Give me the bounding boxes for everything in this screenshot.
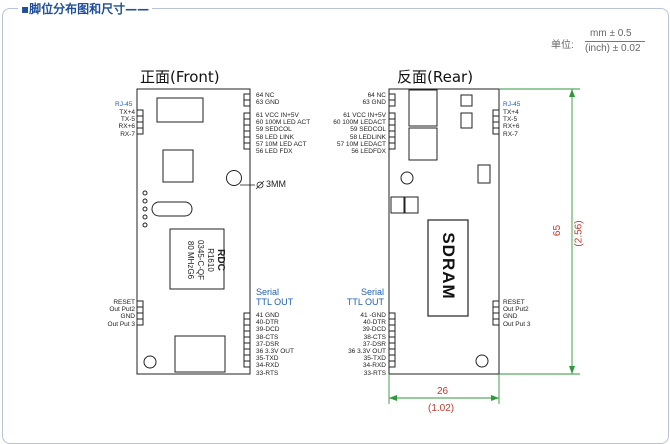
diameter-icon: [256, 181, 264, 189]
sdram-label: SDRAM: [439, 232, 458, 300]
unit-label: 单位:: [551, 40, 574, 51]
rear-chip-top: [408, 89, 438, 127]
led-column: [142, 190, 148, 228]
unit-mm: mm ± 0.5: [590, 28, 632, 39]
cpu-chip-marking: RDC R1610 0345-C-QF 80 MHzG6: [186, 239, 226, 280]
hole-size-label: 3MM: [266, 179, 286, 189]
cpu-chip: [169, 228, 225, 290]
rear-cap-3: [477, 164, 491, 184]
rear-chip-mid: [408, 127, 438, 161]
front-hole-small: [143, 355, 157, 369]
rear-part-b: [404, 196, 419, 214]
sdram-chip: [427, 219, 469, 317]
rear-mounting-hole: [400, 171, 414, 185]
unit-fraction-bar: [585, 41, 645, 42]
front-pin-headers: [136, 93, 251, 368]
height-inch-label: (2.56): [573, 220, 585, 247]
mounting-hole: [226, 170, 242, 186]
front-top-pins: 64 NC 63 GND: [256, 92, 280, 107]
rear-hole-small: [475, 354, 489, 368]
section-title: ▪脚位分布图和尺寸——: [18, 0, 153, 17]
front-component: [162, 149, 194, 183]
crystal-oscillator: [151, 201, 193, 217]
dimension-lines: [388, 88, 580, 404]
height-mm-label: 65: [552, 224, 564, 237]
width-inch-label: (1.02): [428, 403, 455, 414]
rear-cap-1: [460, 94, 473, 107]
rear-pin-headers: [388, 93, 500, 368]
front-rj45-label: RJ-45: [115, 101, 133, 108]
front-title: 正面(Front): [140, 68, 220, 86]
unit-inch: (inch) ± 0.02: [585, 43, 641, 54]
rear-part-a: [390, 196, 405, 214]
rear-title: 反面(Rear): [397, 68, 474, 86]
front-component-2: [174, 335, 226, 373]
rear-rj45-label: RJ-45: [503, 101, 521, 108]
dimension-arrows: [389, 89, 575, 401]
width-mm-label: 26: [437, 386, 449, 397]
title-bullet-icon: ▪: [21, 2, 30, 16]
rear-cap-2: [460, 112, 473, 129]
title-rule: ——: [125, 2, 150, 16]
front-rj45-jack: [156, 97, 204, 123]
